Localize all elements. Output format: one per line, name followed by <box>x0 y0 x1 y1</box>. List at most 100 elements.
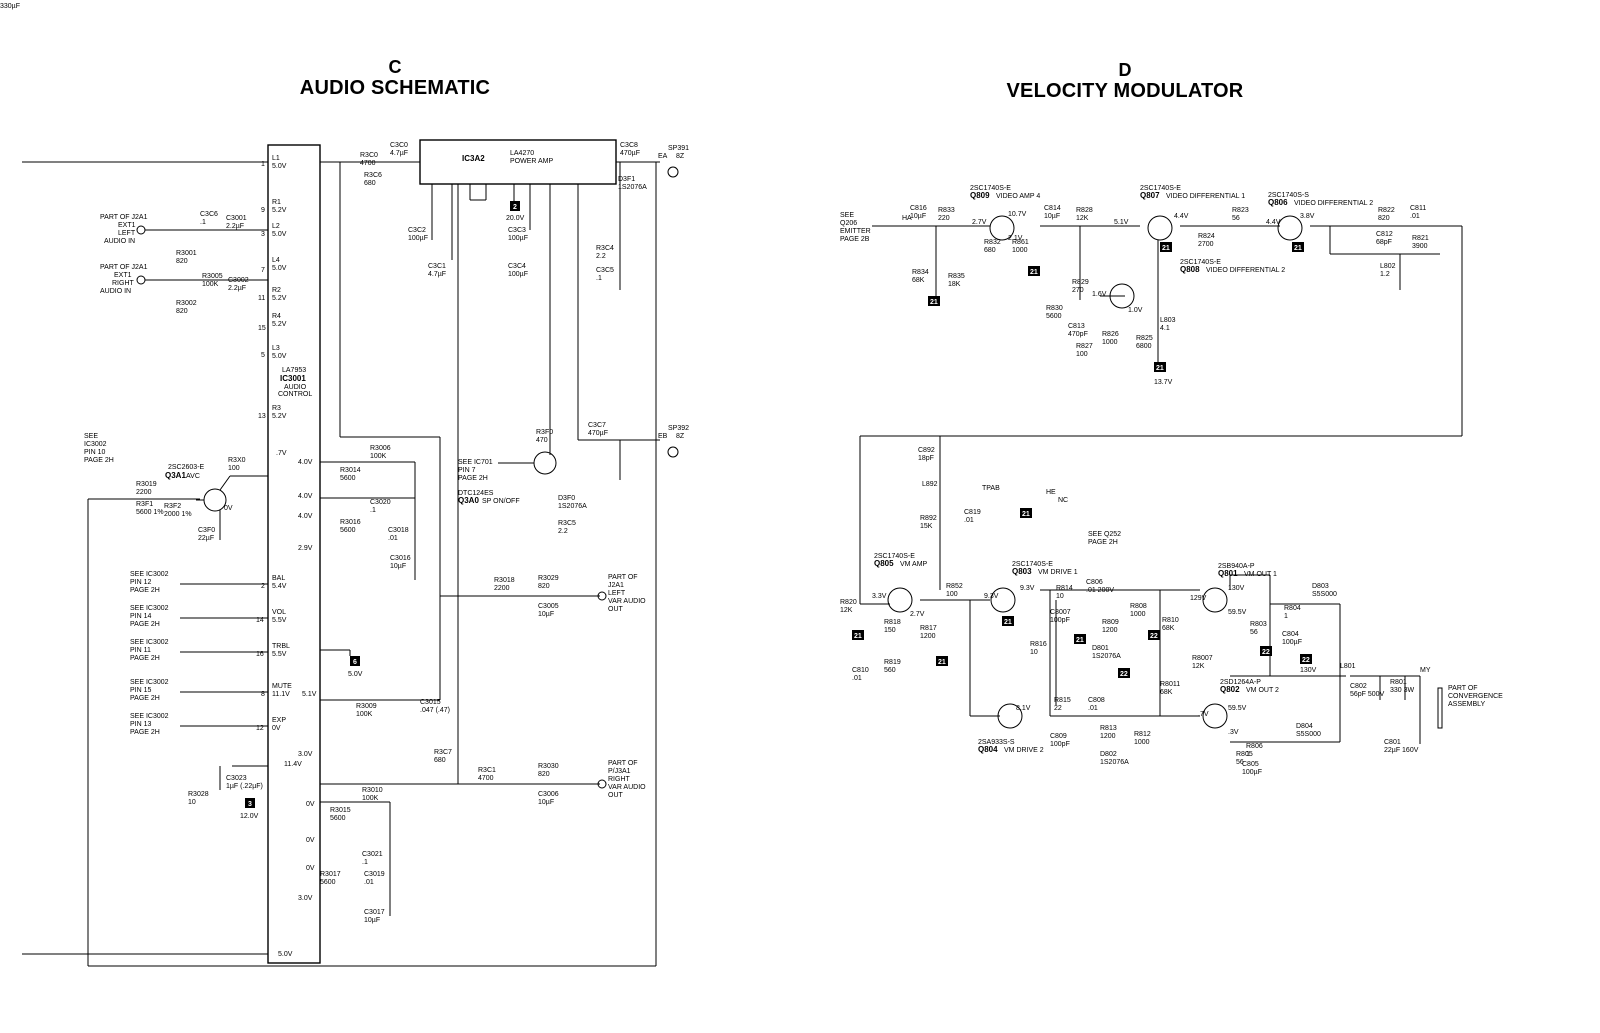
component-value: 4.7µF <box>428 271 446 278</box>
component-ref: R814 <box>1056 585 1073 592</box>
pin-name: R3 <box>272 405 281 412</box>
voltage-label: 0V <box>306 837 315 844</box>
component-value: 18K <box>948 281 961 288</box>
component-ref: R3019 <box>136 481 157 488</box>
voltage-label: 1.0V <box>1128 307 1143 314</box>
pin-number: 9 <box>261 207 265 214</box>
component-value: 820 <box>1378 215 1390 222</box>
transistor-part: 2SC1740S-E <box>1180 259 1221 266</box>
component-ref: L801 <box>1340 663 1356 670</box>
transistor-ref: Q808 <box>1180 265 1200 274</box>
component-ref: C808 <box>1088 697 1105 704</box>
output-left-label: J2A1 <box>608 582 624 589</box>
component-value: 56 <box>1232 215 1240 222</box>
component-ref: R3C4 <box>596 245 614 252</box>
control-voltage: 5.4V <box>272 583 287 590</box>
voltage-label: 20.0V <box>506 215 525 222</box>
component-ref: C814 <box>1044 205 1061 212</box>
transistor-ref: Q803 <box>1012 567 1032 576</box>
component-value: 4.7µF <box>390 150 408 157</box>
control-ref: SEE IC3002 <box>130 605 169 612</box>
component-value: 5600 1% <box>136 509 164 516</box>
transistor-desc: VIDEO AMP 4 <box>996 193 1040 200</box>
voltage-label: 1.6V <box>1092 291 1107 298</box>
voltage-label: 5.0V <box>278 951 293 958</box>
pin-name: L2 <box>272 223 280 230</box>
component-value: 12K <box>1192 663 1205 670</box>
ic3001-line-2: IC3001 <box>280 374 306 383</box>
component-ref: C3C8 <box>620 142 638 149</box>
voltage-label: 0V <box>306 865 315 872</box>
component-value: 6800 <box>1136 343 1152 350</box>
pin-number: 1 <box>261 161 265 168</box>
component-ref: L892 <box>922 481 938 488</box>
tag-label: 22 <box>1150 633 1158 640</box>
control-name: BAL <box>272 575 285 582</box>
component-ref: C3C3 <box>508 227 526 234</box>
component-ref: C802 <box>1350 683 1367 690</box>
component-ref: R3C6 <box>364 172 382 179</box>
component-value: 2700 <box>1198 241 1214 248</box>
see-q252: PAGE 2H <box>1088 539 1118 546</box>
component-value: 100K <box>362 795 379 802</box>
audio-wiring <box>22 139 679 967</box>
component-ref: R3017 <box>320 871 341 878</box>
component-value: 5600 <box>320 879 336 886</box>
component-value: 22µF <box>198 535 214 542</box>
component-ref: R3009 <box>356 703 377 710</box>
control-voltage: 5.5V <box>272 651 287 658</box>
pin-voltage: 5.2V <box>272 295 287 302</box>
component-ref: C812 <box>1376 231 1393 238</box>
component-value: 2200 <box>136 489 152 496</box>
component-ref: R804 <box>1284 605 1301 612</box>
component-ref: R3C0 <box>360 152 378 159</box>
pin-name: R4 <box>272 313 281 320</box>
component-ref: R3010 <box>362 787 383 794</box>
pin-number: 7 <box>261 267 265 274</box>
component-ref: C801 <box>1384 739 1401 746</box>
panel-c-header: C AUDIO SCHEMATIC <box>270 57 520 99</box>
voltage-label: 11.4V <box>284 761 302 768</box>
component-ref: C3C7 <box>588 422 606 429</box>
component-ref: R833 <box>938 207 955 214</box>
q3a0-desc: SP ON/OFF <box>482 498 520 505</box>
component-value: 1000 <box>1102 339 1118 346</box>
tag-box <box>1160 242 1172 252</box>
tag-label: 22 <box>1120 671 1128 678</box>
transistor-desc: VM OUT 2 <box>1246 687 1279 694</box>
voltage-label: .3V <box>1228 729 1239 736</box>
tag-label: 21 <box>1030 269 1038 276</box>
component-ref: R8011 <box>1160 681 1180 688</box>
component-ref: R832 <box>984 239 1001 246</box>
tag-box <box>1020 508 1032 518</box>
component-ref: R3C7 <box>434 749 452 756</box>
tag-label: 21 <box>1004 619 1012 626</box>
component-value: 68pF <box>1376 239 1392 246</box>
component-value: 2000 1% <box>164 511 192 518</box>
voltage-label: 59.5V <box>1228 705 1247 712</box>
voltage-label: 59.5V <box>1228 609 1247 616</box>
transistor-ref: Q804 <box>978 745 998 754</box>
component-ref: R852 <box>946 583 963 590</box>
tag-box <box>1028 266 1040 276</box>
transistor-ref: Q805 <box>874 559 894 568</box>
component-value: 2.2µF <box>228 285 246 292</box>
component-value: 100µF <box>1282 639 1302 646</box>
component-value: 1200 <box>1102 627 1118 634</box>
component-value: 1S2076A <box>558 503 587 510</box>
q3a1-part: 2SC2603-E <box>168 464 205 471</box>
component-value: 22µF 160V <box>1384 747 1419 754</box>
component-value: 15K <box>920 523 933 530</box>
q3a1-desc: AVC <box>186 473 200 480</box>
speaker-ohm: 8Z <box>676 153 685 160</box>
component-ref: R826 <box>1102 331 1119 338</box>
voltage-label: 9.3V <box>1020 585 1035 592</box>
tag-box <box>1118 668 1130 678</box>
component-value: 10µF <box>364 917 380 924</box>
control-ref: PIN 15 <box>130 687 152 694</box>
component-value: 10µF <box>538 799 554 806</box>
voltage-label: 2.9V <box>298 545 313 552</box>
component-ref: D804 <box>1296 723 1313 730</box>
component-ref: R3030 <box>538 763 559 770</box>
